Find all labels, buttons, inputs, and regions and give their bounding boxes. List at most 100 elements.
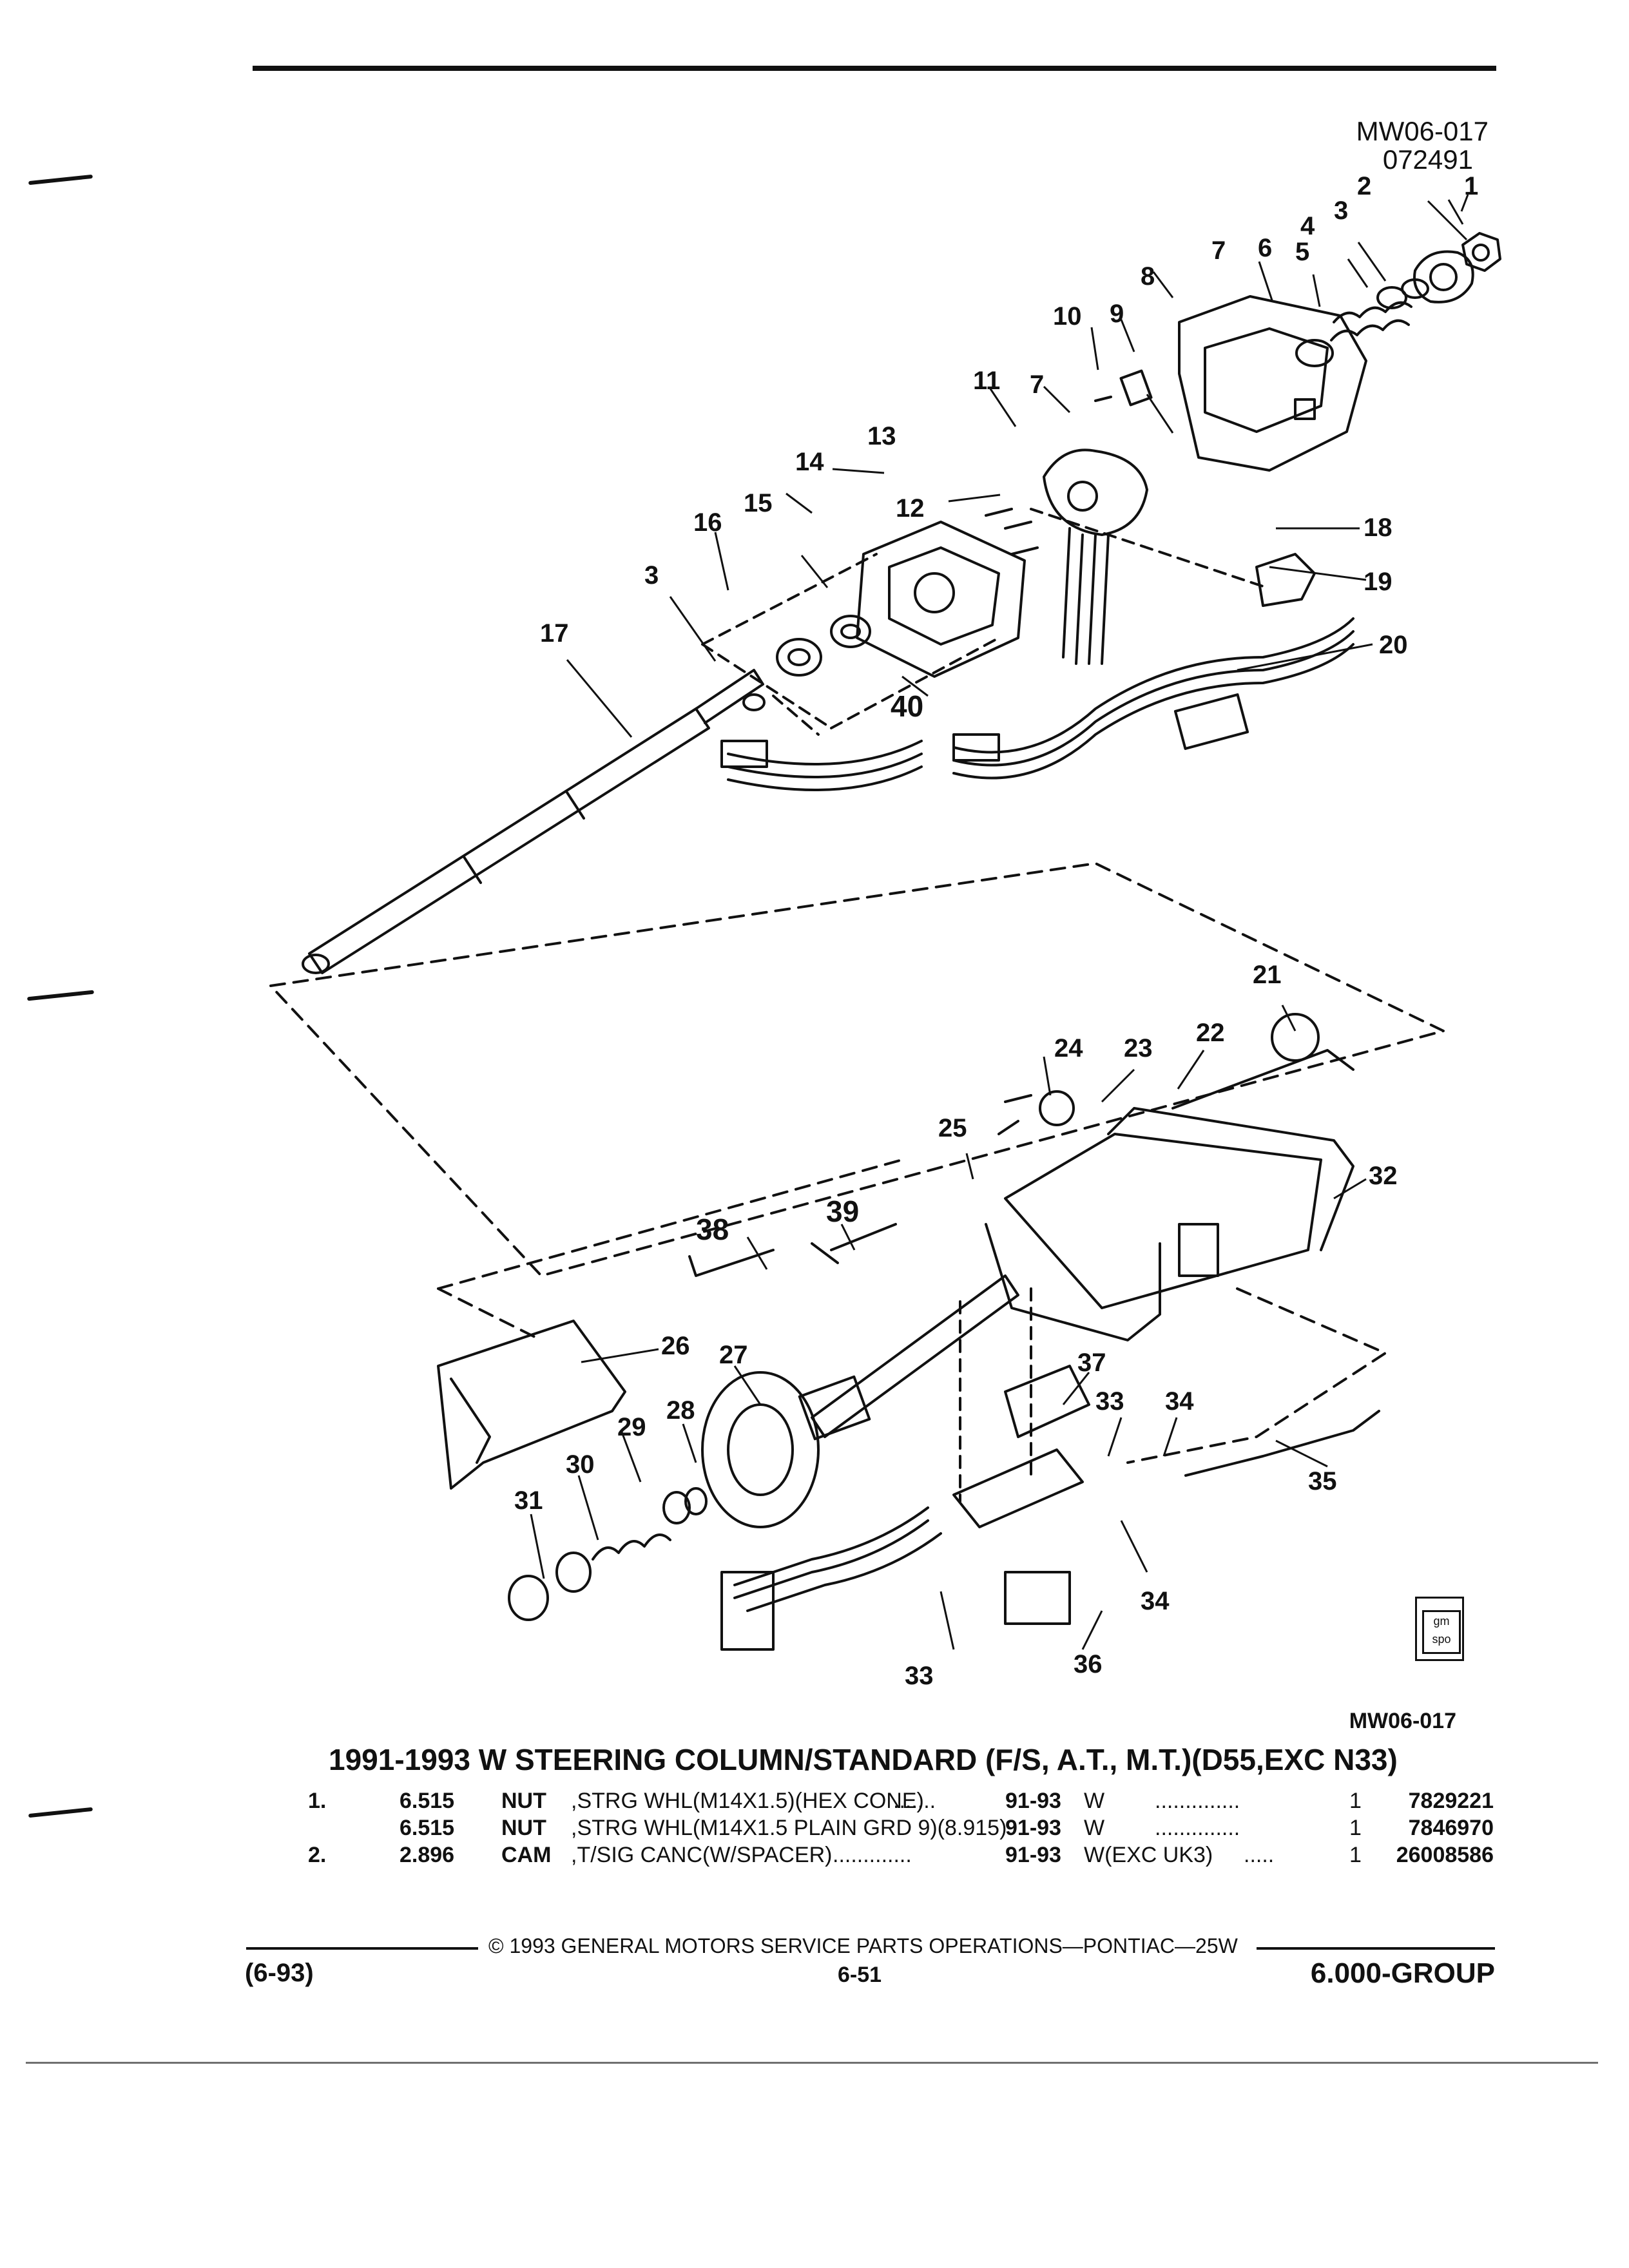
steering-shaft-part — [308, 707, 710, 974]
connector-part — [1173, 693, 1249, 750]
callout-7b: 7 — [1030, 370, 1044, 399]
callout-25: 25 — [938, 1114, 967, 1142]
footer-rule-right — [1257, 1947, 1495, 1950]
race-part — [1295, 339, 1334, 367]
callout-33: 33 — [1095, 1387, 1124, 1416]
spring-part — [592, 1533, 671, 1561]
shroud-part — [437, 1320, 626, 1490]
gm-spo-logo-text: gm spo — [1422, 1610, 1461, 1654]
callout-6: 6 — [1258, 234, 1272, 262]
spring-part — [1333, 301, 1412, 323]
callout-17: 17 — [540, 619, 569, 648]
callout-20: 20 — [1379, 631, 1408, 659]
lock-housing-part — [1004, 1133, 1322, 1309]
bottom-rule — [26, 2062, 1598, 2064]
upper-housing-part — [1178, 295, 1367, 472]
date-code: 072491 — [1382, 144, 1473, 175]
top-rule — [253, 66, 1496, 71]
part-name: CAM — [501, 1843, 552, 1867]
part-name: NUT — [501, 1816, 546, 1840]
turn-signal-switch-part — [1043, 448, 1148, 536]
housing-cover-part — [856, 521, 1026, 678]
callout-29: 29 — [617, 1413, 646, 1441]
callout-19: 19 — [1364, 568, 1393, 596]
callout-8: 8 — [1141, 262, 1155, 291]
callout-33b: 33 — [905, 1662, 934, 1690]
callout-16: 16 — [693, 508, 722, 537]
callout-27: 27 — [719, 1341, 748, 1369]
bearing-sleeve-part — [776, 638, 822, 677]
callout-10: 10 — [1053, 302, 1082, 331]
part-part-no: 26008586 — [1396, 1843, 1494, 1867]
callout-11: 11 — [973, 367, 1000, 395]
part-desc: ,T/SIG CANC(W/SPACER) — [571, 1843, 833, 1867]
washer-part — [555, 1552, 592, 1593]
part-years: 91-93 — [1005, 1843, 1061, 1867]
callout-28: 28 — [666, 1396, 695, 1425]
part-group: 6.515 — [400, 1789, 455, 1813]
part-part-no: 7829221 — [1408, 1789, 1494, 1813]
part-desc: ,STRG WHL(M14X1.5)(HEX CONE) — [571, 1789, 924, 1813]
dimmer-switch-part — [1255, 553, 1316, 607]
group-label: 6.000-GROUP — [1310, 1957, 1495, 1989]
part-dots: .............. — [1155, 1816, 1240, 1840]
callout-34b: 34 — [1141, 1587, 1170, 1615]
wire-harness — [727, 740, 923, 791]
table-row: 6.515 NUT ,STRG WHL(M14X1.5 PLAIN GRD 9)(8… — [0, 1816, 1629, 1847]
part-qty: 1 — [1349, 1843, 1362, 1867]
washer-part — [1376, 286, 1407, 309]
ignition-switch-part — [952, 1448, 1084, 1528]
callout-34: 34 — [1165, 1387, 1194, 1416]
harness-bottom — [733, 1506, 942, 1612]
page-title: 1991-1993 W STEERING COLUMN/STANDARD (F/… — [329, 1743, 1398, 1776]
callout-3: 3 — [1334, 197, 1348, 225]
footer-rule-left — [246, 1947, 478, 1950]
gm-spo-logo: gm spo — [1415, 1597, 1464, 1661]
callout-40: 40 — [891, 689, 923, 723]
callout-9: 9 — [1110, 300, 1124, 328]
callout-38: 38 — [696, 1213, 729, 1246]
parallelogram-guide — [269, 862, 1445, 1277]
page-number: 6-51 — [838, 1963, 882, 1987]
callout-7: 7 — [1211, 236, 1226, 265]
part-group: 6.515 — [400, 1816, 455, 1840]
screw-part — [985, 508, 1039, 555]
callout-30: 30 — [566, 1450, 595, 1479]
lever-part — [688, 1249, 775, 1277]
callout-18: 18 — [1364, 514, 1393, 542]
part-desc: ,STRG WHL(M14X1.5 PLAIN GRD 9)(8.915) — [571, 1816, 1007, 1840]
callout-31: 31 — [514, 1486, 543, 1515]
bearing-part — [830, 615, 871, 648]
callout-36: 36 — [1074, 1650, 1103, 1678]
callout-3b: 3 — [644, 561, 659, 590]
part-group: 2.896 — [400, 1843, 455, 1867]
callout-32: 32 — [1369, 1162, 1398, 1190]
part-dots: .............. — [1155, 1789, 1240, 1813]
callout-12: 12 — [896, 494, 925, 523]
footer-date: (6-93) — [245, 1959, 314, 1987]
part-model: W — [1084, 1789, 1105, 1813]
callout-35: 35 — [1308, 1467, 1337, 1495]
rod-part — [1184, 1410, 1380, 1477]
callout-22: 22 — [1196, 1019, 1225, 1047]
part-years: 91-93 — [1005, 1816, 1061, 1840]
part-years: 91-93 — [1005, 1789, 1061, 1813]
copyright: © 1993 GENERAL MOTORS SERVICE PARTS OPER… — [488, 1934, 1238, 1957]
lock-cylinder-part — [1039, 1090, 1075, 1126]
part-name: NUT — [501, 1789, 546, 1813]
steering-column-exploded-diagram: 1 2 3 4 5 6 7 8 9 10 11 12 13 14 15 16 3… — [269, 172, 1501, 1690]
callout-24: 24 — [1054, 1034, 1083, 1062]
callout-13: 13 — [867, 422, 896, 450]
callout-39: 39 — [826, 1195, 859, 1228]
washer-part — [662, 1491, 691, 1524]
nut-part — [1461, 232, 1501, 272]
part-part-no: 7846970 — [1408, 1816, 1494, 1840]
callout-14: 14 — [795, 448, 824, 476]
illustration-code: MW06-017 — [1356, 116, 1489, 146]
callout-15: 15 — [744, 489, 773, 517]
part-leader: ....... — [893, 1789, 936, 1813]
part-item: 2. — [308, 1843, 327, 1867]
callout-37: 37 — [1077, 1349, 1106, 1377]
